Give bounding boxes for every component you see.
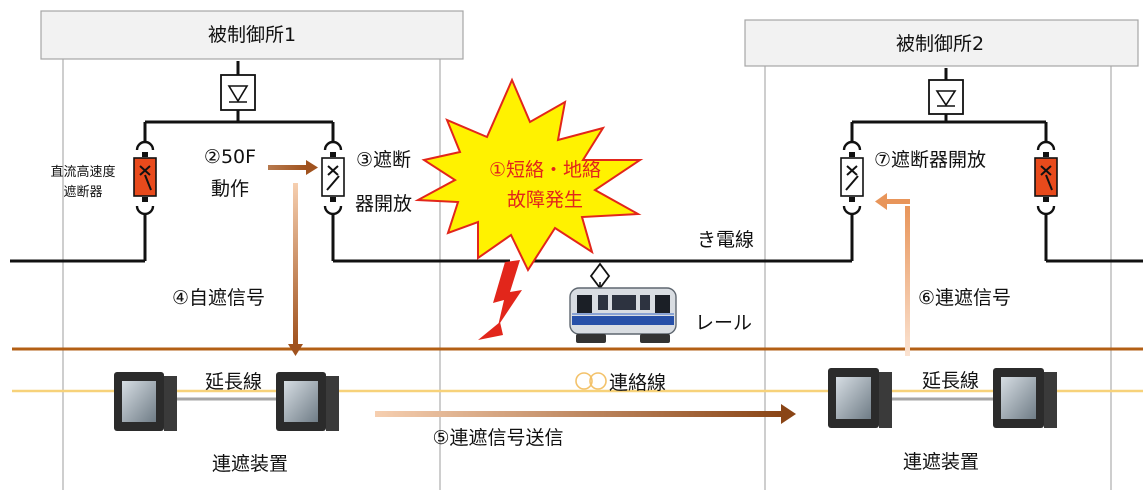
substation-2-wiring [530,68,1143,263]
transformer-1-icon [220,74,256,111]
substation-1-header [40,10,464,60]
coil-icon [575,372,607,390]
feeder-label: き電線 [697,229,754,251]
substation-1-title: 被制御所1 [208,24,296,46]
step4-label: ④自遮信号 [172,287,265,309]
fault-burst-icon [414,77,644,273]
substation-1-wiring [10,61,510,263]
dc-breaker-label: 直流高速度 遮断器 [50,164,115,200]
device-label-1: 連遮装置 [212,453,288,475]
step3-label-line2: 器開放 [355,193,412,215]
dc-breaker-label-line2: 遮断器 [63,184,102,200]
substation-2-title: 被制御所2 [896,33,984,55]
dc-breaker-1-icon [133,140,157,216]
substation-2-header [744,19,1139,67]
breaker-2-open-icon [840,140,864,216]
arrow-transfer-signal-send [375,404,796,424]
comm-line-label: 連絡線 [609,372,666,394]
lightning-bolt-icon [493,260,522,326]
step5-label: ⑤連遮信号送信 [432,427,563,449]
substation-2-body [764,64,1112,490]
train-icon [569,262,677,343]
extension-label-1: 延長線 [205,371,262,393]
step6-label: ⑥連遮信号 [918,287,1011,309]
arrow-transfer-signal-receive [875,193,910,356]
transfer-trip-device-1a [114,372,177,431]
arrow-self-trip-signal [288,183,303,356]
transfer-trip-device-2a [828,368,892,428]
transformer-2-icon [928,79,964,115]
transfer-trip-device-2b [993,368,1057,428]
step1-label-line2: 故障発生 [507,189,583,211]
breaker-1-open-icon [321,140,345,216]
step2-label-line2: 動作 [211,178,249,200]
arrow-50f-to-breaker [268,160,318,175]
step2-label-line1: ②50F [204,146,256,168]
extension-label-2: 延長線 [922,370,979,392]
dc-breaker-label-line1: 直流高速度 [50,164,115,180]
rail-label: レール [695,312,752,334]
fault-arrow-head [478,322,503,340]
transfer-trip-device-1b [276,372,339,431]
device-label-2: 連遮装置 [903,451,979,473]
step7-label: ⑦遮断器開放 [874,149,986,171]
step1-label-line1: ①短絡・地絡 [489,159,601,181]
dc-breaker-2-icon [1034,140,1058,216]
step3-label-line1: ③遮断 [356,149,411,171]
